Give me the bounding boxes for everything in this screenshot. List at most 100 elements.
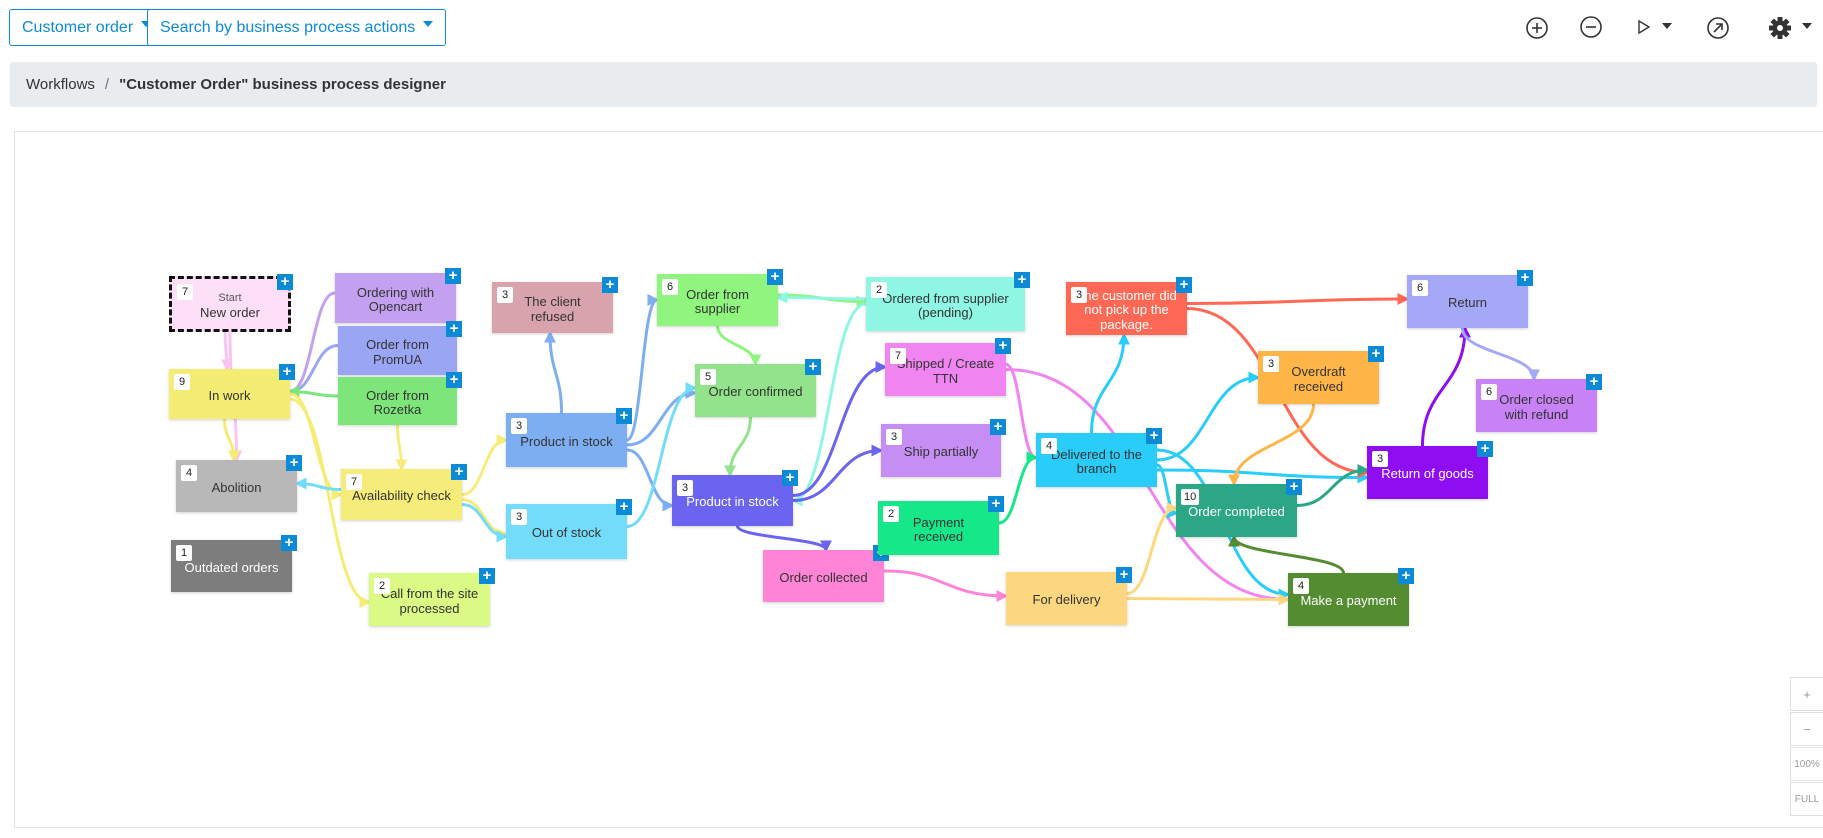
transition-edge-branch-to-returngoods[interactable] (1155, 468, 1370, 484)
add-transition-button[interactable]: + (995, 338, 1011, 354)
transition-edge-inwork-to-availability[interactable] (288, 392, 344, 501)
add-transition-button[interactable]: + (281, 535, 297, 551)
transition-edge-completed-to-returngoods[interactable] (1295, 464, 1370, 507)
add-transition-button[interactable]: + (1146, 428, 1162, 444)
add-transition-button[interactable]: + (286, 455, 302, 471)
add-transition-button[interactable]: + (1116, 567, 1132, 583)
add-transition-button[interactable]: + (1014, 272, 1030, 288)
transition-edge-promua-to-inwork[interactable] (287, 344, 340, 398)
add-transition-button[interactable]: + (1176, 277, 1192, 293)
add-transition-button[interactable]: + (277, 274, 293, 290)
canvas-zoom-reset-button[interactable]: 100% (1790, 747, 1823, 781)
add-transition-button[interactable]: + (805, 359, 821, 375)
process-select-dropdown[interactable]: Customer order (9, 9, 165, 46)
transition-edge-delivery-to-completed[interactable] (1125, 502, 1179, 595)
add-transition-button[interactable]: + (446, 321, 462, 337)
add-transition-button[interactable]: + (1398, 568, 1414, 584)
transition-edge-overdraft-to-completed[interactable] (1228, 402, 1315, 487)
add-transition-button[interactable]: + (479, 568, 495, 584)
transition-edge-nopickup-to-return[interactable] (1185, 293, 1410, 306)
transition-edge-makepay-to-completed[interactable] (1228, 534, 1345, 575)
add-transition-button[interactable]: + (1286, 479, 1302, 495)
add-transition-button[interactable]: + (1477, 441, 1493, 457)
transition-edge-availability-to-pis1[interactable] (460, 434, 509, 496)
transition-edge-availability-to-oos[interactable] (460, 503, 509, 543)
add-transition-button[interactable]: + (279, 364, 295, 380)
transition-edge-opencart-to-inwork[interactable] (287, 291, 337, 398)
export-icon[interactable] (1704, 14, 1732, 42)
add-transition-button[interactable]: + (990, 419, 1006, 435)
add-transition-button[interactable]: + (988, 496, 1004, 512)
add-transition-button[interactable]: + (767, 269, 783, 285)
transition-edge-pis1-to-pis2[interactable] (625, 448, 675, 512)
transition-edge-pis2-to-collected[interactable] (736, 524, 832, 553)
transition-edge-pis1-to-refused[interactable] (544, 330, 563, 415)
zoom-out-icon[interactable] (1577, 14, 1605, 42)
search-actions-dropdown[interactable]: Search by business process actions (147, 9, 447, 46)
add-transition-button[interactable]: + (1517, 270, 1533, 286)
add-transition-button[interactable]: + (602, 277, 618, 293)
transition-edge-pis2-to-shippart[interactable] (791, 444, 884, 502)
zoom-in-icon[interactable] (1523, 14, 1551, 42)
transition-edge-rozetka-to-inwork[interactable] (287, 385, 340, 398)
transition-edge-return-to-closedrefund[interactable] (1461, 326, 1540, 382)
state-node-delivery[interactable]: For delivery+ (1006, 567, 1132, 625)
transition-edge-collected-to-delivery[interactable] (882, 569, 1009, 602)
transition-edge-confirmed-to-pis2[interactable] (724, 415, 752, 478)
transition-edge-oos-to-confirmed[interactable] (625, 382, 698, 528)
canvas-zoom-full-button[interactable]: FULL (1790, 782, 1823, 816)
add-transition-button[interactable]: + (446, 372, 462, 388)
transition-edge-inwork-to-callsite[interactable] (288, 397, 372, 608)
transition-edge-pis1-to-confirmed[interactable] (625, 387, 698, 447)
transition-edge-returngoods-to-return[interactable] (1421, 325, 1471, 448)
add-transition-button[interactable]: + (451, 464, 467, 480)
transition-edge-inwork-to-abolition[interactable] (223, 417, 240, 463)
transition-edge-branch-to-nopickup[interactable] (1090, 332, 1130, 435)
play-icon[interactable] (1632, 14, 1678, 42)
add-transition-button[interactable]: + (616, 499, 632, 515)
transition-edge-ordered_pending-to-ofs[interactable] (775, 291, 868, 304)
canvas-zoom-in-button[interactable]: + (1790, 677, 1823, 711)
gear-icon[interactable] (1766, 14, 1814, 42)
transition-edge-pis2-to-shipped[interactable] (791, 361, 888, 497)
breadcrumb-workflows-link[interactable]: Workflows (26, 76, 95, 93)
transition-edge-branch-to-overdraft[interactable] (1155, 371, 1261, 462)
state-node-promua[interactable]: Order from PromUA+ (338, 321, 462, 375)
transition-edge-pis1-to-ofs[interactable] (625, 294, 660, 442)
transition-edge-shipped-to-branch[interactable] (1004, 363, 1039, 464)
add-transition-button[interactable]: + (616, 408, 632, 424)
state-node-rozetka[interactable]: Order from Rozetka+ (338, 372, 462, 425)
state-node-collected[interactable]: Order collected+ (763, 545, 889, 602)
transition-edge-delivery-to-makepay[interactable] (1125, 593, 1291, 606)
add-transition-button[interactable]: + (1368, 346, 1384, 362)
transition-edge-availability-to-abolition[interactable] (294, 477, 343, 491)
add-transition-button[interactable]: + (445, 268, 461, 284)
add-transition-button[interactable]: + (1586, 374, 1602, 390)
add-transition-button[interactable]: + (782, 470, 798, 486)
transition-edge-rozetka-to-availability[interactable] (395, 423, 408, 472)
